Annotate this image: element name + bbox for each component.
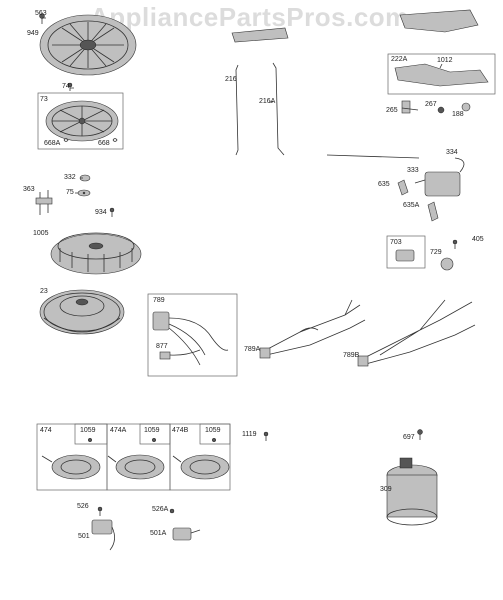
label-668a: 668A <box>44 140 61 147</box>
label-23: 23 <box>40 288 48 295</box>
box-222a <box>387 53 496 95</box>
label-73: 73 <box>40 96 48 103</box>
part-635a-spark-plug-boot[interactable] <box>427 201 439 222</box>
box-1059-c <box>199 423 231 445</box>
box-1059-a <box>74 423 108 445</box>
box-703 <box>386 235 426 269</box>
label-635: 635 <box>378 181 390 188</box>
part-729-plug[interactable] <box>440 257 454 271</box>
part-top-right-linkage[interactable] <box>399 9 479 33</box>
part-526a-screw[interactable] <box>169 508 175 514</box>
part-1005-fan[interactable] <box>50 232 142 275</box>
part-74-screw[interactable] <box>67 82 73 91</box>
label-75: 75 <box>66 189 74 196</box>
label-188: 188 <box>452 111 464 118</box>
label-668: 668 <box>98 140 110 147</box>
part-top-bracket[interactable] <box>231 27 289 43</box>
part-703-bracket[interactable] <box>395 249 415 262</box>
part-1059-screw-a[interactable] <box>87 437 93 443</box>
part-501a-solenoid[interactable] <box>172 527 201 541</box>
box-1059-b <box>139 423 171 445</box>
label-474b: 474B <box>172 427 189 434</box>
part-563-screw[interactable] <box>39 13 45 25</box>
label-74: 74 <box>62 83 70 90</box>
label-1012: 1012 <box>437 57 453 64</box>
label-526: 526 <box>77 503 89 510</box>
label-309: 309 <box>380 486 392 493</box>
part-309-starter-motor[interactable] <box>386 457 438 526</box>
part-75-washer[interactable] <box>77 189 91 197</box>
part-1059-screw-c[interactable] <box>211 437 217 443</box>
watermark-logo: AppliancePartsPros.com <box>90 2 409 32</box>
label-405: 405 <box>472 236 484 243</box>
part-265-clip[interactable] <box>401 100 411 114</box>
part-949-blower-housing[interactable] <box>39 14 137 76</box>
part-526-screw[interactable] <box>97 506 103 516</box>
label-526a: 526A <box>152 506 169 513</box>
part-474-alternator[interactable] <box>41 454 101 480</box>
part-363-stud[interactable] <box>35 190 53 215</box>
label-501: 501 <box>78 533 90 540</box>
label-363: 363 <box>23 186 35 193</box>
part-501-solenoid[interactable] <box>91 519 115 551</box>
label-729: 729 <box>430 249 442 256</box>
part-789a-harness[interactable] <box>259 299 366 359</box>
label-1005: 1005 <box>33 230 49 237</box>
label-1119: 1119 <box>242 431 257 438</box>
part-222a-bracket[interactable] <box>394 63 489 87</box>
label-333: 333 <box>407 167 419 174</box>
part-934-screw[interactable] <box>109 207 115 217</box>
label-697: 697 <box>403 434 415 441</box>
label-474a: 474A <box>110 427 127 434</box>
label-474: 474 <box>40 427 52 434</box>
part-334-ignition-coil[interactable] <box>414 157 465 197</box>
box-789 <box>147 293 238 377</box>
label-789b: 789B <box>343 352 360 359</box>
part-188-spring[interactable] <box>461 102 471 112</box>
part-1059-screw-b[interactable] <box>151 437 157 443</box>
label-222a: 222A <box>391 56 408 63</box>
part-216a-link[interactable] <box>272 62 285 156</box>
label-334: 334 <box>446 149 458 156</box>
label-501a: 501A <box>150 530 167 537</box>
part-635-spark-plug-boot[interactable] <box>397 179 409 196</box>
part-668-clip[interactable] <box>112 138 118 142</box>
part-668a-clip[interactable] <box>63 138 69 142</box>
label-934: 934 <box>95 209 107 216</box>
label-216: 216 <box>225 76 237 83</box>
part-267-nut[interactable] <box>437 106 445 114</box>
label-635a: 635A <box>403 202 420 209</box>
label-703: 703 <box>390 239 402 246</box>
part-73-screen[interactable] <box>45 100 119 142</box>
leader-lines <box>42 17 443 194</box>
part-789b-harness[interactable] <box>357 299 476 367</box>
part-1119-screw[interactable] <box>263 431 269 441</box>
part-23-flywheel[interactable] <box>39 289 125 335</box>
label-789: 789 <box>153 297 165 304</box>
label-1059-a: 1059 <box>80 427 96 434</box>
label-265: 265 <box>386 107 398 114</box>
part-405-screw[interactable] <box>452 239 458 249</box>
label-563: 563 <box>35 10 47 17</box>
label-789a: 789A <box>244 346 261 353</box>
label-877: 877 <box>156 343 168 350</box>
label-216a: 216A <box>259 98 276 105</box>
label-1059-c: 1059 <box>205 427 221 434</box>
part-474b-alternator[interactable] <box>172 454 230 480</box>
part-789-harness[interactable] <box>152 311 229 366</box>
part-697-screw[interactable] <box>417 429 423 441</box>
part-216-link[interactable] <box>235 64 239 156</box>
label-332: 332 <box>64 174 76 181</box>
box-73 <box>37 92 124 150</box>
part-474a-alternator[interactable] <box>107 454 165 480</box>
label-1059-b: 1059 <box>144 427 160 434</box>
label-267: 267 <box>425 101 437 108</box>
label-949: 949 <box>27 30 39 37</box>
